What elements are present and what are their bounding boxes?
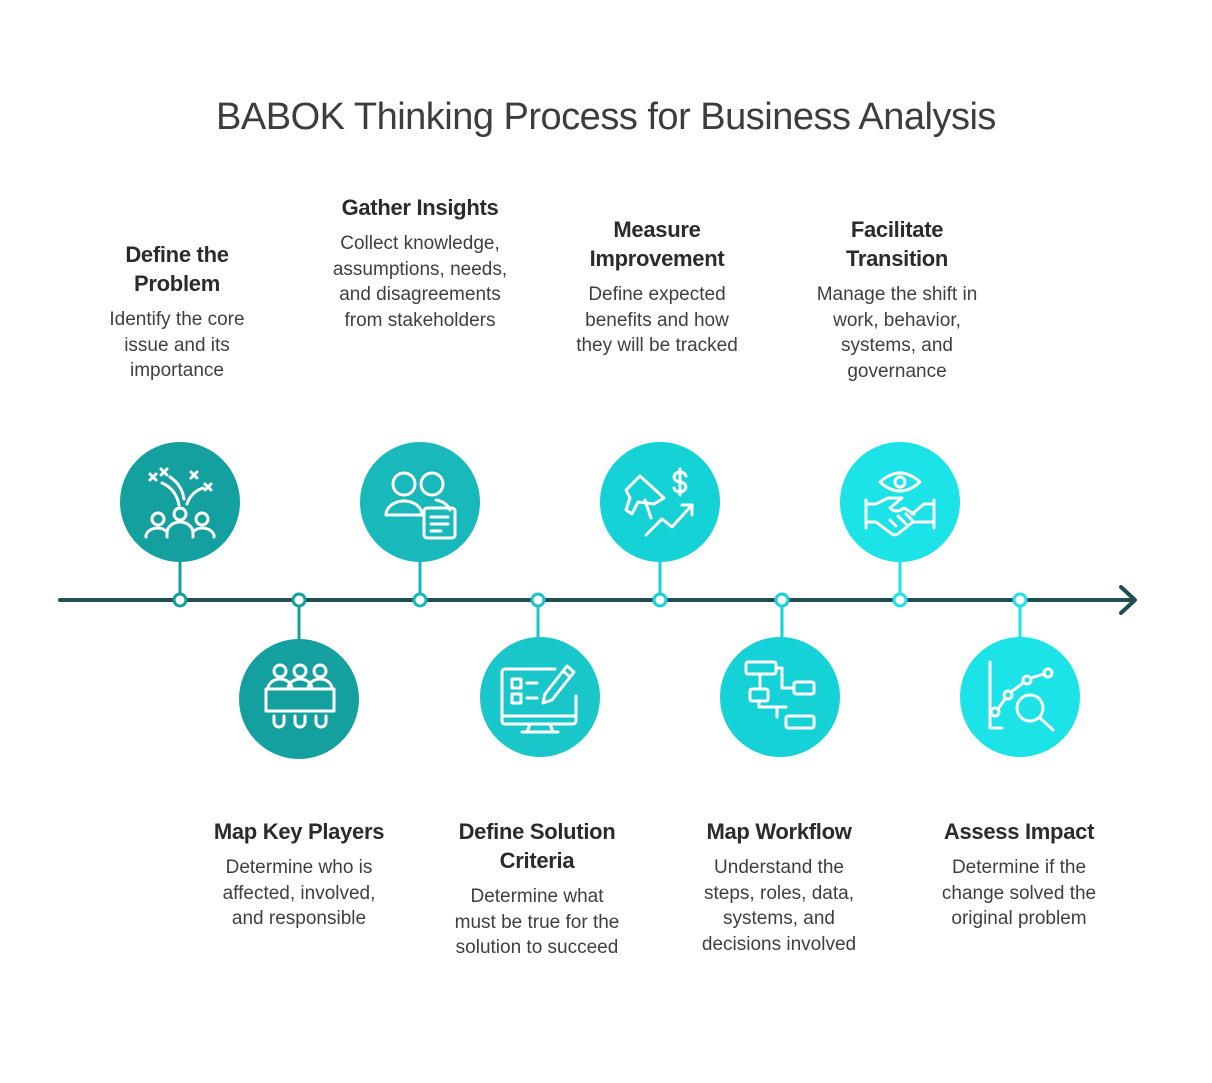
megaphone-dollar-growth-icon [624,467,694,537]
monitor-checklist-icon [500,664,578,734]
step-3-circle [360,442,480,562]
step-7-text: Facilitate Transition Manage the shift i… [802,215,992,384]
timeline-node-1 [172,592,188,608]
step-7-title: Facilitate Transition [845,217,949,271]
step-5-title: Measure Improvement [589,217,725,271]
step-6-text: Map Workflow Understand the steps, roles… [684,817,874,957]
diagram-title: BABOK Thinking Process for Business Anal… [216,96,996,138]
timeline-node-8 [1012,592,1028,608]
step-2-title: Map Key Players [213,819,385,844]
step-2-circle [239,639,359,759]
meeting-table-icon [264,663,336,729]
step-2-description: Determine who is affected, involved, and… [222,857,376,929]
step-1-circle [120,442,240,562]
timeline-node-5 [652,592,668,608]
step-2-text: Map Key Players Determine who is affecte… [194,817,404,932]
celebration-people-icon [144,467,216,539]
step-7-circle [840,442,960,562]
step-6-description: Understand the steps, roles, data, syste… [701,857,857,955]
step-6-circle [720,637,840,757]
timeline-node-3 [412,592,428,608]
step-1-title: Define the Problem [125,242,229,296]
timeline-node-2 [291,592,307,608]
step-5-text: Measure Improvement Define expected bene… [562,215,752,359]
timeline-arrowhead [1119,585,1137,615]
step-3-text: Gather Insights Collect knowledge, assum… [322,193,518,333]
step-8-text: Assess Impact Determine if the change so… [924,817,1114,932]
step-4-title: Define Solution Criteria [458,819,616,873]
step-3-title: Gather Insights [341,195,499,220]
step-8-circle [960,637,1080,757]
users-document-icon [384,471,457,540]
timeline-node-6 [774,592,790,608]
handshake-eye-icon [864,471,936,537]
step-6-title: Map Workflow [706,819,852,844]
step-4-text: Define Solution Criteria Determine what … [442,817,632,961]
step-4-circle [480,637,600,757]
chart-magnifier-icon [988,660,1055,732]
step-3-description: Collect knowledge, assumptions, needs, a… [332,233,508,331]
timeline-node-7 [892,592,908,608]
step-8-description: Determine if the change solved the origi… [941,857,1097,929]
step-4-description: Determine what must be true for the solu… [454,886,620,958]
step-1-description: Identify the core issue and its importan… [109,309,245,381]
step-7-description: Manage the shift in work, behavior, syst… [816,284,978,382]
step-8-title: Assess Impact [943,819,1095,844]
step-1-text: Define the Problem Identify the core iss… [82,240,272,384]
step-5-description: Define expected benefits and how they wi… [576,284,738,356]
workflow-flowchart-icon [744,660,816,730]
timeline-node-4 [530,592,546,608]
